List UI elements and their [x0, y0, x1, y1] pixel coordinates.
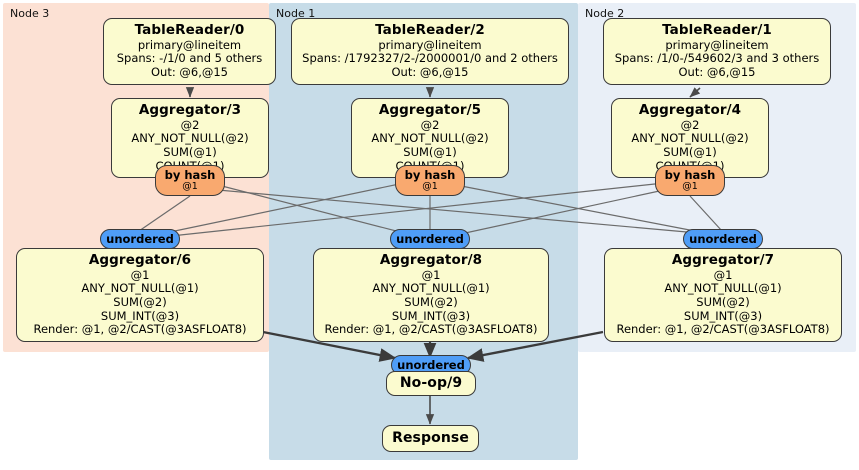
node-line: SUM_INT(@3): [683, 308, 763, 323]
pill-unordered-right[interactable]: unordered: [683, 229, 763, 249]
pill-label: unordered: [689, 231, 757, 246]
pill-label: unordered: [106, 231, 174, 246]
node-line: SUM(@1): [663, 145, 717, 160]
panel-label-node1: Node 1: [276, 7, 316, 20]
panel-label-node3: Node 3: [10, 7, 50, 20]
node-title: Response: [392, 430, 469, 446]
pill-by-hash-mid[interactable]: by hash @1: [395, 165, 465, 196]
node-line: SUM_INT(@3): [100, 308, 180, 323]
node-line: Out: @6,@15: [678, 65, 756, 80]
node-title: Aggregator/7: [671, 252, 775, 268]
node-line: Spans: /1792327/2-/2000001/0 and 2 other…: [302, 51, 558, 66]
node-line: @1: [130, 267, 150, 282]
node-line: ANY_NOT_NULL(@2): [371, 131, 489, 146]
panel-label-node2: Node 2: [585, 7, 625, 20]
node-title: TableReader/2: [375, 22, 485, 38]
node-line: SUM(@1): [163, 145, 217, 160]
pill-label: by hash: [164, 167, 216, 182]
node-line: Render: @1, @2/CAST(@3ASFLOAT8): [33, 322, 247, 337]
node-title: No-op/9: [399, 375, 463, 391]
node-aggregator-6[interactable]: Aggregator/6 @1 ANY_NOT_NULL(@1) SUM(@2)…: [16, 248, 264, 342]
pill-unordered-left[interactable]: unordered: [100, 229, 180, 249]
node-line: primary@lineitem: [378, 37, 482, 52]
node-line: primary@lineitem: [137, 37, 242, 52]
node-line: Render: @1, @2/CAST(@3ASFLOAT8): [616, 322, 830, 337]
node-line: Out: @6,@15: [151, 65, 228, 80]
pill-unordered-final[interactable]: unordered: [391, 355, 471, 375]
node-noop-9[interactable]: No-op/9: [386, 371, 476, 396]
node-line: SUM(@1): [403, 145, 457, 160]
node-line: Render: @1, @2/CAST(@3ASFLOAT8): [324, 322, 538, 337]
node-line: SUM(@2): [696, 295, 750, 310]
node-line: ANY_NOT_NULL(@1): [81, 281, 199, 296]
node-line: Spans: -/1/0 and 5 others: [116, 51, 263, 66]
pill-by-hash-right[interactable]: by hash @1: [655, 165, 725, 196]
node-line: ANY_NOT_NULL(@1): [664, 281, 782, 296]
node-title: Aggregator/6: [88, 252, 192, 268]
node-title: Aggregator/8: [379, 252, 483, 268]
node-line: primary@lineitem: [665, 37, 769, 52]
node-table-reader-1[interactable]: TableReader/1 primary@lineitem Spans: /1…: [603, 18, 831, 85]
node-title: TableReader/1: [662, 22, 772, 38]
pill-sublabel: @1: [422, 180, 438, 192]
node-aggregator-3[interactable]: Aggregator/3 @2 ANY_NOT_NULL(@2) SUM(@1)…: [111, 98, 269, 179]
node-line: SUM(@2): [404, 295, 458, 310]
node-line: SUM_INT(@3): [391, 308, 471, 323]
node-aggregator-8[interactable]: Aggregator/8 @1 ANY_NOT_NULL(@1) SUM(@2)…: [313, 248, 549, 342]
node-title: TableReader/0: [134, 22, 245, 38]
pill-label: by hash: [664, 167, 716, 182]
node-line: ANY_NOT_NULL(@2): [631, 131, 749, 146]
pill-by-hash-left[interactable]: by hash @1: [155, 165, 225, 196]
node-title: Aggregator/4: [638, 102, 742, 118]
node-line: @2: [680, 117, 700, 132]
node-line: @1: [421, 267, 441, 282]
node-title: Aggregator/5: [378, 102, 482, 118]
node-table-reader-0[interactable]: TableReader/0 primary@lineitem Spans: -/…: [103, 18, 276, 85]
pill-unordered-mid[interactable]: unordered: [390, 229, 470, 249]
node-line: SUM(@2): [113, 295, 167, 310]
node-line: ANY_NOT_NULL(@1): [372, 281, 490, 296]
pill-label: by hash: [404, 167, 456, 182]
node-line: @2: [180, 117, 200, 132]
node-line: @1: [713, 267, 733, 282]
node-line: @2: [420, 117, 440, 132]
node-line: Spans: /1/0-/549602/3 and 3 others: [614, 51, 820, 66]
node-line: Out: @6,@15: [391, 65, 469, 80]
node-aggregator-4[interactable]: Aggregator/4 @2 ANY_NOT_NULL(@2) SUM(@1)…: [611, 98, 769, 179]
node-aggregator-7[interactable]: Aggregator/7 @1 ANY_NOT_NULL(@1) SUM(@2)…: [604, 248, 842, 342]
node-response[interactable]: Response: [382, 425, 479, 452]
node-table-reader-2[interactable]: TableReader/2 primary@lineitem Spans: /1…: [291, 18, 569, 85]
pill-sublabel: @1: [182, 180, 198, 192]
node-line: ANY_NOT_NULL(@2): [131, 131, 249, 146]
node-title: Aggregator/3: [138, 102, 242, 118]
node-aggregator-5[interactable]: Aggregator/5 @2 ANY_NOT_NULL(@2) SUM(@1)…: [351, 98, 509, 179]
pill-sublabel: @1: [682, 180, 698, 192]
pill-label: unordered: [397, 357, 465, 372]
pill-label: unordered: [396, 231, 464, 246]
